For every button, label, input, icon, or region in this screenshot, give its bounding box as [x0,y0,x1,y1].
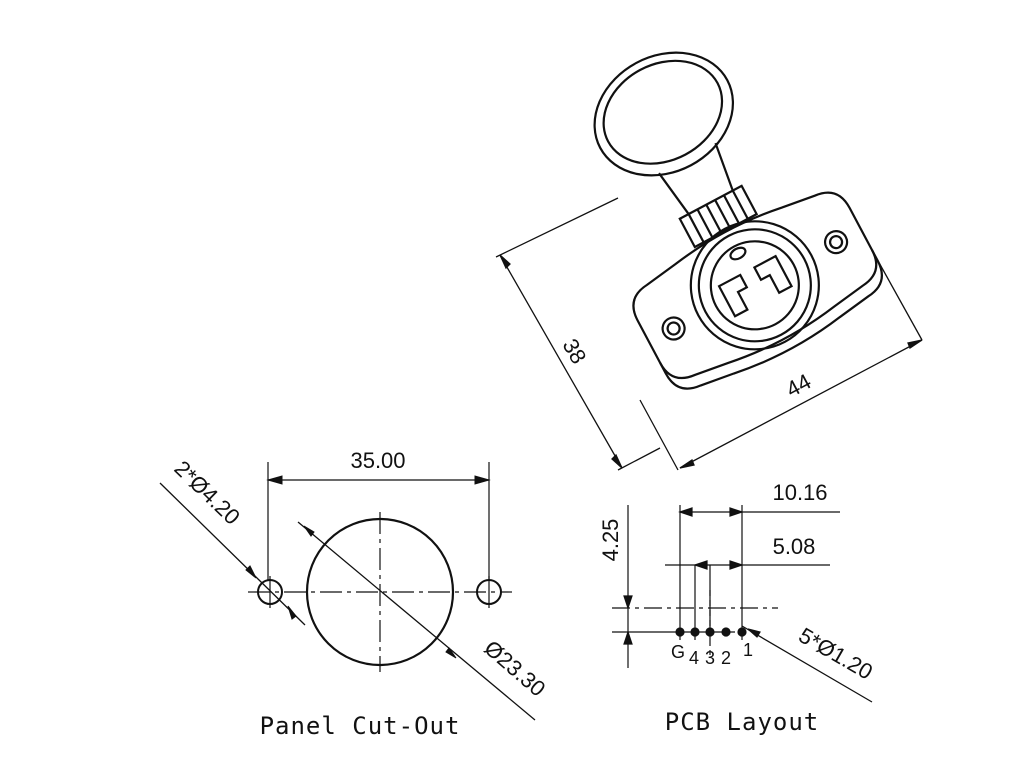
socket-key [729,246,747,261]
pcb-pin-1 [737,627,747,637]
mounting-hole-left [661,316,686,341]
socket-contact-left [717,273,749,318]
dim-10-16: 10.16 [772,480,827,505]
cap-hinge [678,184,759,249]
socket-mid-ring [697,228,812,343]
pcb-pin-3 [705,627,715,637]
pcb-layout-drawing [612,505,873,703]
dim-5-08: 5.08 [773,534,816,559]
connector-illustration [593,51,883,390]
cutout-bore [305,517,455,667]
pin-label-2: 2 [721,648,731,668]
dim-38-group [495,197,661,471]
pcb-pin-4 [690,627,700,637]
dim-35: 35.00 [350,448,405,473]
socket-contact-right [752,254,794,295]
dim-44-group [639,249,923,471]
panel-cutout-caption: Panel Cut-Out [260,712,461,740]
mounting-hole-right-inner [828,235,844,250]
panel-cutout-drawing [159,462,536,721]
connector-flange-edge [659,249,883,390]
pcb-pin-g [675,627,685,637]
dim-hole-diameter: 2*Ø4.20 [169,456,244,530]
socket-outer-ring [689,220,820,351]
socket-inner-ring [709,240,800,331]
dim-pin-diameter: 5*Ø1.20 [795,622,877,684]
pin-label-4: 4 [689,648,699,668]
mounting-hole-left-inner [666,321,681,336]
dim-bore-diameter: Ø23.30 [479,635,550,701]
pin-label-3: 3 [705,648,715,668]
dust-cap-inner [602,59,724,165]
mounting-hole-right [823,230,849,255]
cap-strap [658,142,734,215]
pin-label-g: G [671,642,685,662]
dust-cap-outer [593,51,735,177]
dim-44: 44 [782,369,815,403]
pcb-layout-caption: PCB Layout [665,708,820,736]
pcb-pin-2 [721,627,731,637]
connector-flange [632,191,878,380]
dim-4-25: 4.25 [598,519,623,562]
pin-label-1: 1 [743,640,753,660]
